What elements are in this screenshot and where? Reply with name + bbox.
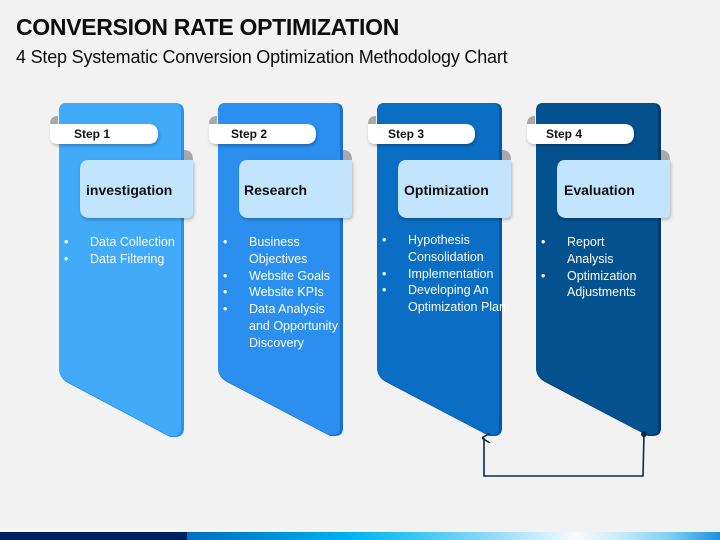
step-3-phase: Optimization (404, 182, 489, 198)
step-1-label: Step 1 (74, 127, 111, 141)
list-item: Report Analysis (541, 234, 651, 268)
page-subtitle: 4 Step Systematic Conversion Optimizatio… (16, 47, 508, 67)
page-title: CONVERSION RATE OPTIMIZATION (16, 14, 400, 40)
step-4-label: Step 4 (546, 127, 583, 141)
list-item: Hypothesis Consolidation (382, 232, 506, 266)
list-item: Data Analysis and Opportunity Discovery (223, 301, 339, 351)
list-item: Website Goals (223, 268, 339, 285)
step-2-bullet-list: Business Objectives Website Goals Websit… (223, 234, 339, 352)
list-item: Business Objectives (223, 234, 339, 268)
step-4-bullet-list: Report Analysis Optimization Adjustments (541, 234, 651, 301)
footer-gradient-bar (0, 532, 720, 540)
footer-divider (0, 530, 390, 531)
step-2-phase: Research (244, 182, 308, 198)
step-2-label: Step 2 (231, 127, 268, 141)
step-4-phase: Evaluation (564, 182, 635, 198)
feedback-connector (484, 431, 647, 477)
list-item: Optimization Adjustments (541, 268, 651, 302)
list-item: Data Filtering (64, 251, 188, 268)
list-item: Data Collection (64, 234, 188, 251)
step-1-phase: investigation (86, 182, 173, 198)
list-item: Implementation (382, 266, 506, 283)
step-3-bullet-list: Hypothesis Consolidation Implementation … (382, 232, 506, 316)
step-3-label: Step 3 (388, 127, 425, 141)
list-item: Website KPIs (223, 284, 339, 301)
connector-arrow-icon (484, 434, 645, 477)
step-1-bullet-list: Data Collection Data Filtering (64, 234, 188, 268)
list-item: Developing An Optimization Plan (382, 282, 506, 316)
step-1-column (50, 103, 193, 437)
